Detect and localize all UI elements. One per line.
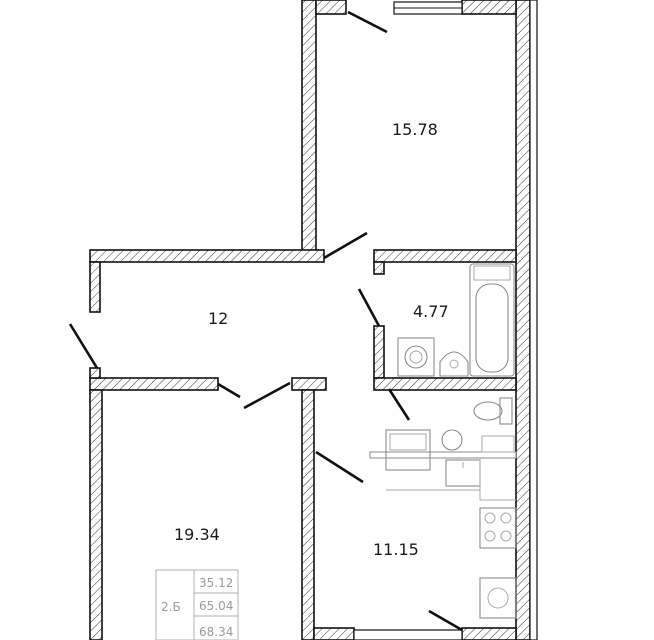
- room-area-bedroom-bottom: 19.34: [174, 525, 220, 544]
- fridge-icon: [479, 577, 517, 619]
- area-total-balcony-value: 68.34: [199, 625, 233, 639]
- counter-icon: [386, 435, 516, 501]
- room-area-bedroom-top: 15.78: [392, 120, 438, 139]
- room-area-hallway: 12: [208, 309, 228, 328]
- area-living-value: 35.12: [199, 576, 233, 590]
- summary-table: [155, 569, 239, 640]
- area-total-value: 65.04: [199, 599, 233, 613]
- washing-machine-icon: [397, 337, 435, 377]
- doors: [68, 10, 463, 632]
- stove-icon: [479, 507, 517, 549]
- walls: [89, 0, 538, 640]
- bathtub-icon: [469, 263, 515, 377]
- toilet-icon: [473, 397, 513, 425]
- sink-icon: [439, 351, 469, 377]
- room-area-bathroom: 4.77: [413, 302, 449, 321]
- apartment-type-label: 2.Б: [161, 600, 181, 614]
- room-area-kitchen: 11.15: [373, 540, 419, 559]
